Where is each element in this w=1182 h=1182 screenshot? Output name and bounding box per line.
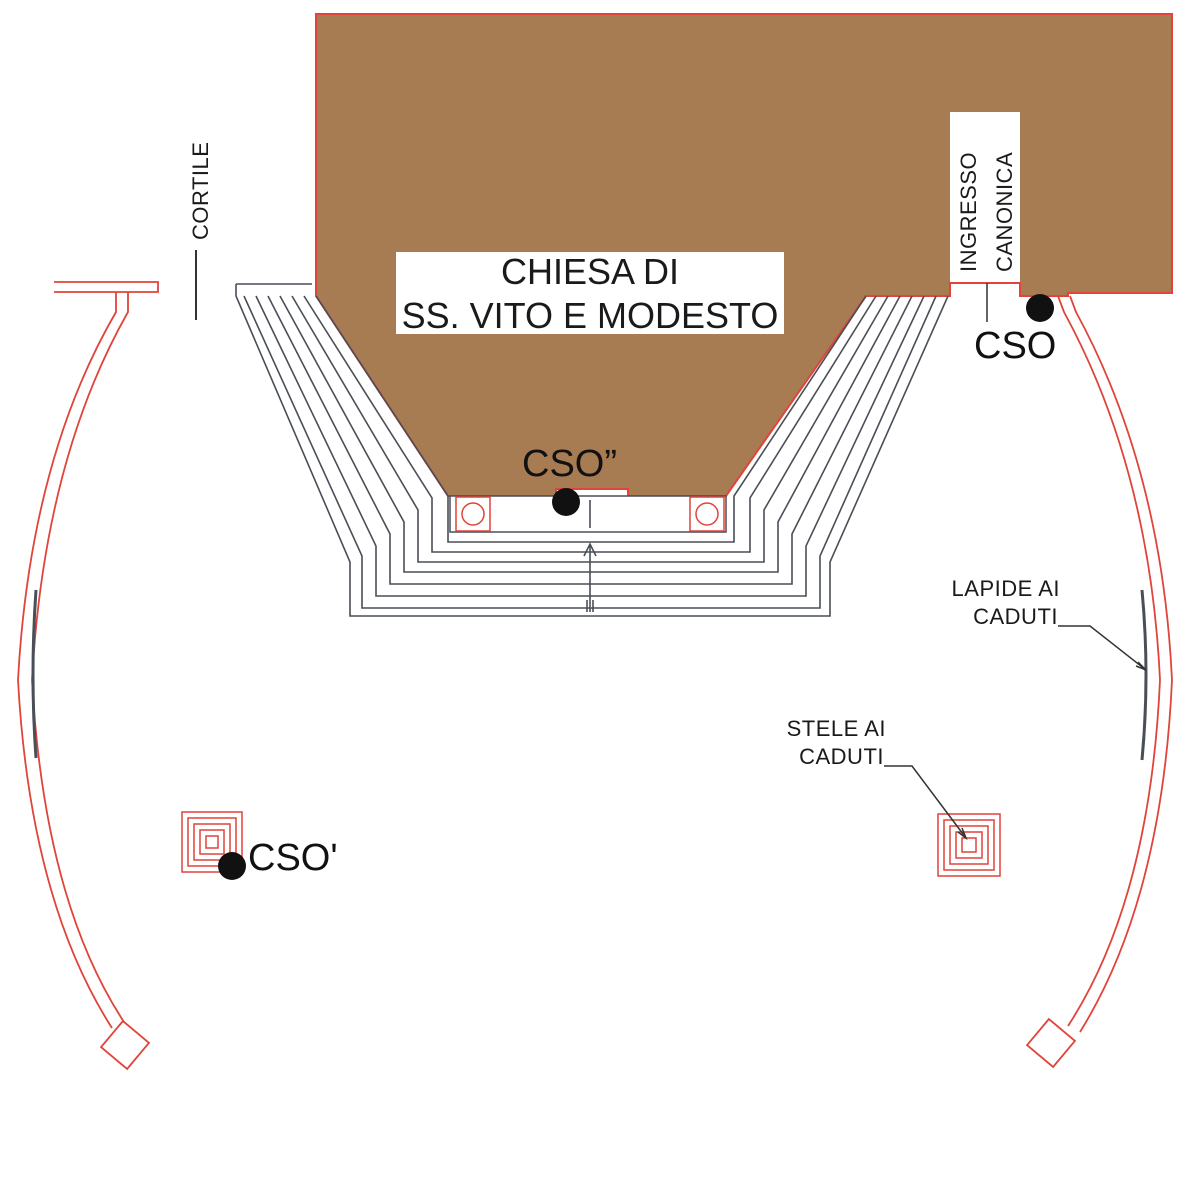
church-name-line1: CHIESA DI	[501, 251, 679, 292]
church-label-box	[396, 252, 784, 334]
stele-label-line1: STELE AI	[787, 716, 886, 741]
ingresso-label: INGRESSO	[956, 152, 981, 272]
right-perimeter-wall	[1025, 295, 1173, 1069]
stele-ai-caduti	[937, 813, 1001, 877]
column-base-right	[689, 496, 725, 532]
lapide-plaque	[1140, 589, 1148, 761]
cso-prime-label: CSO'	[248, 837, 338, 879]
cortile-label: CORTILE	[188, 142, 213, 240]
lapide-label-line2: CADUTI	[973, 604, 1058, 629]
left-stele	[181, 811, 243, 873]
church-porch	[449, 495, 727, 533]
cso-marker	[1026, 294, 1054, 322]
left-perimeter-wall	[17, 281, 159, 1071]
cso-label: CSO	[974, 325, 1056, 367]
church-name-line2: SS. VITO E MODESTO	[402, 295, 779, 336]
column-base-left	[455, 496, 491, 532]
ingresso-label-box	[950, 112, 1020, 282]
church-steps	[235, 283, 949, 617]
stele-label-line2: CADUTI	[799, 744, 884, 769]
cso-prime-marker	[218, 852, 246, 880]
left-wall-plaque	[31, 589, 38, 759]
cso-double-prime-marker	[552, 488, 580, 516]
leader-lines	[884, 625, 1147, 841]
cso-double-prime-label: CSO”	[522, 443, 617, 485]
canonica-label: CANONICA	[992, 152, 1017, 272]
lapide-label-line1: LAPIDE AI	[952, 576, 1060, 601]
